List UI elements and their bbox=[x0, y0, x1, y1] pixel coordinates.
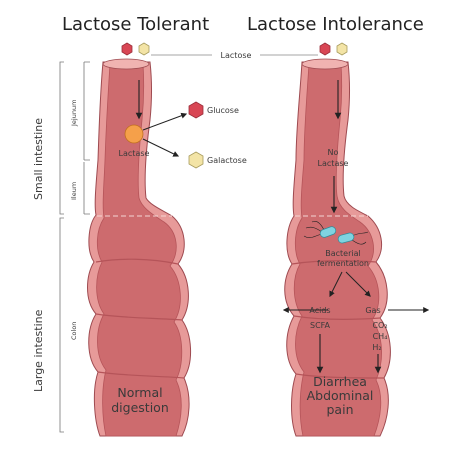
title-lactose-tolerant: Lactose Tolerant bbox=[62, 14, 210, 35]
acids-label: Acids bbox=[309, 306, 330, 315]
galactose-label: Galactose bbox=[207, 156, 247, 165]
lactase-label: Lactase bbox=[119, 149, 150, 158]
scfa-label: SCFA bbox=[310, 321, 331, 330]
lactose-label: Lactose bbox=[221, 51, 252, 60]
bacterial-fermentation-line1: Bacterial bbox=[325, 249, 360, 258]
small-intestine-label: Small intestine bbox=[32, 118, 45, 200]
arrow-to-galactose bbox=[142, 138, 180, 157]
left-intestine bbox=[87, 58, 192, 437]
glucose-label: Glucose bbox=[207, 106, 239, 115]
bacteria-icon bbox=[303, 220, 369, 245]
right-intestine bbox=[284, 58, 391, 437]
abdominal-label: Abdominal bbox=[307, 388, 374, 403]
normal-digestion-line1: Normal bbox=[117, 385, 162, 400]
jejunum-label: Jejunum bbox=[70, 100, 78, 127]
diarrhea-label: Diarrhea bbox=[313, 374, 367, 389]
h2-label: H₂ bbox=[372, 343, 381, 352]
bacterial-fermentation-line2: fermentation bbox=[317, 259, 369, 268]
pain-label: pain bbox=[327, 402, 354, 417]
ileum-label: Ileum bbox=[70, 182, 78, 200]
arrow-to-gas bbox=[345, 271, 371, 297]
gas-label: Gas bbox=[365, 306, 380, 315]
arrow-to-glucose bbox=[142, 112, 188, 131]
large-intestine-label: Large intestine bbox=[32, 309, 45, 392]
no-lactase-line1: No bbox=[328, 148, 339, 157]
co2-label: CO₂ bbox=[372, 321, 387, 330]
ch4-label: CH₄ bbox=[373, 332, 388, 341]
lactose-molecule-left bbox=[121, 42, 150, 56]
no-lactase-line2: Lactase bbox=[318, 159, 349, 168]
glucose-icon bbox=[188, 101, 204, 119]
galactose-icon bbox=[188, 151, 204, 169]
colon-label: Colon bbox=[70, 322, 78, 340]
arrow-to-acids bbox=[329, 271, 343, 298]
lactose-molecule-right bbox=[319, 42, 348, 56]
title-lactose-intolerance: Lactose Intolerance bbox=[247, 14, 424, 35]
lactase-enzyme bbox=[124, 124, 144, 144]
side-brackets bbox=[59, 61, 90, 433]
normal-digestion-line2: digestion bbox=[111, 400, 169, 415]
